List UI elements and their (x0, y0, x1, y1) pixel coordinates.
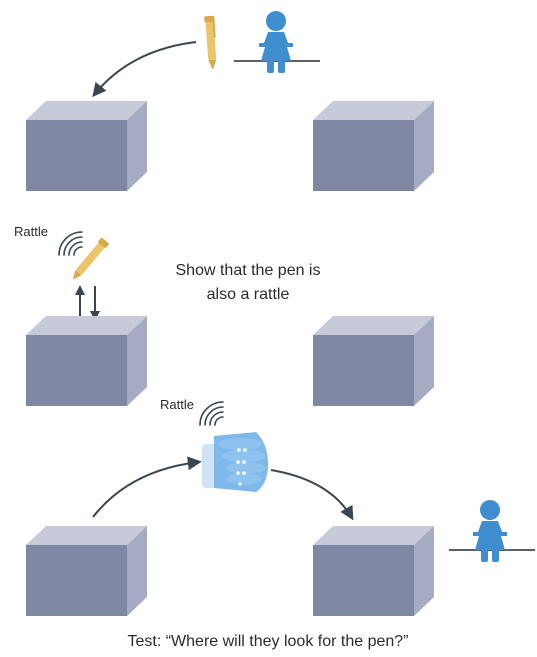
drop-arrow (271, 470, 352, 518)
pen-icon (204, 16, 218, 71)
hand-icon (202, 432, 268, 492)
instruction-line-2: also a rattle (207, 286, 290, 303)
box-left-2 (26, 316, 147, 406)
box-left-3 (26, 526, 147, 616)
sound-waves-icon (200, 402, 223, 425)
child-icon (234, 11, 320, 73)
box-right-1 (313, 101, 434, 191)
rattle-label-hand: Rattle (160, 397, 194, 412)
move-arrow (94, 42, 196, 95)
test-caption: Test: “Where will they look for the pen?… (127, 633, 408, 650)
sound-waves-icon (59, 232, 82, 255)
child-icon (449, 500, 535, 562)
rattle-label-top: Rattle (14, 224, 48, 239)
pickup-arrow (93, 462, 199, 517)
box-left-1 (26, 101, 147, 191)
box-right-3 (313, 526, 434, 616)
box-right-2 (313, 316, 434, 406)
instruction-line-1: Show that the pen is (176, 262, 321, 279)
